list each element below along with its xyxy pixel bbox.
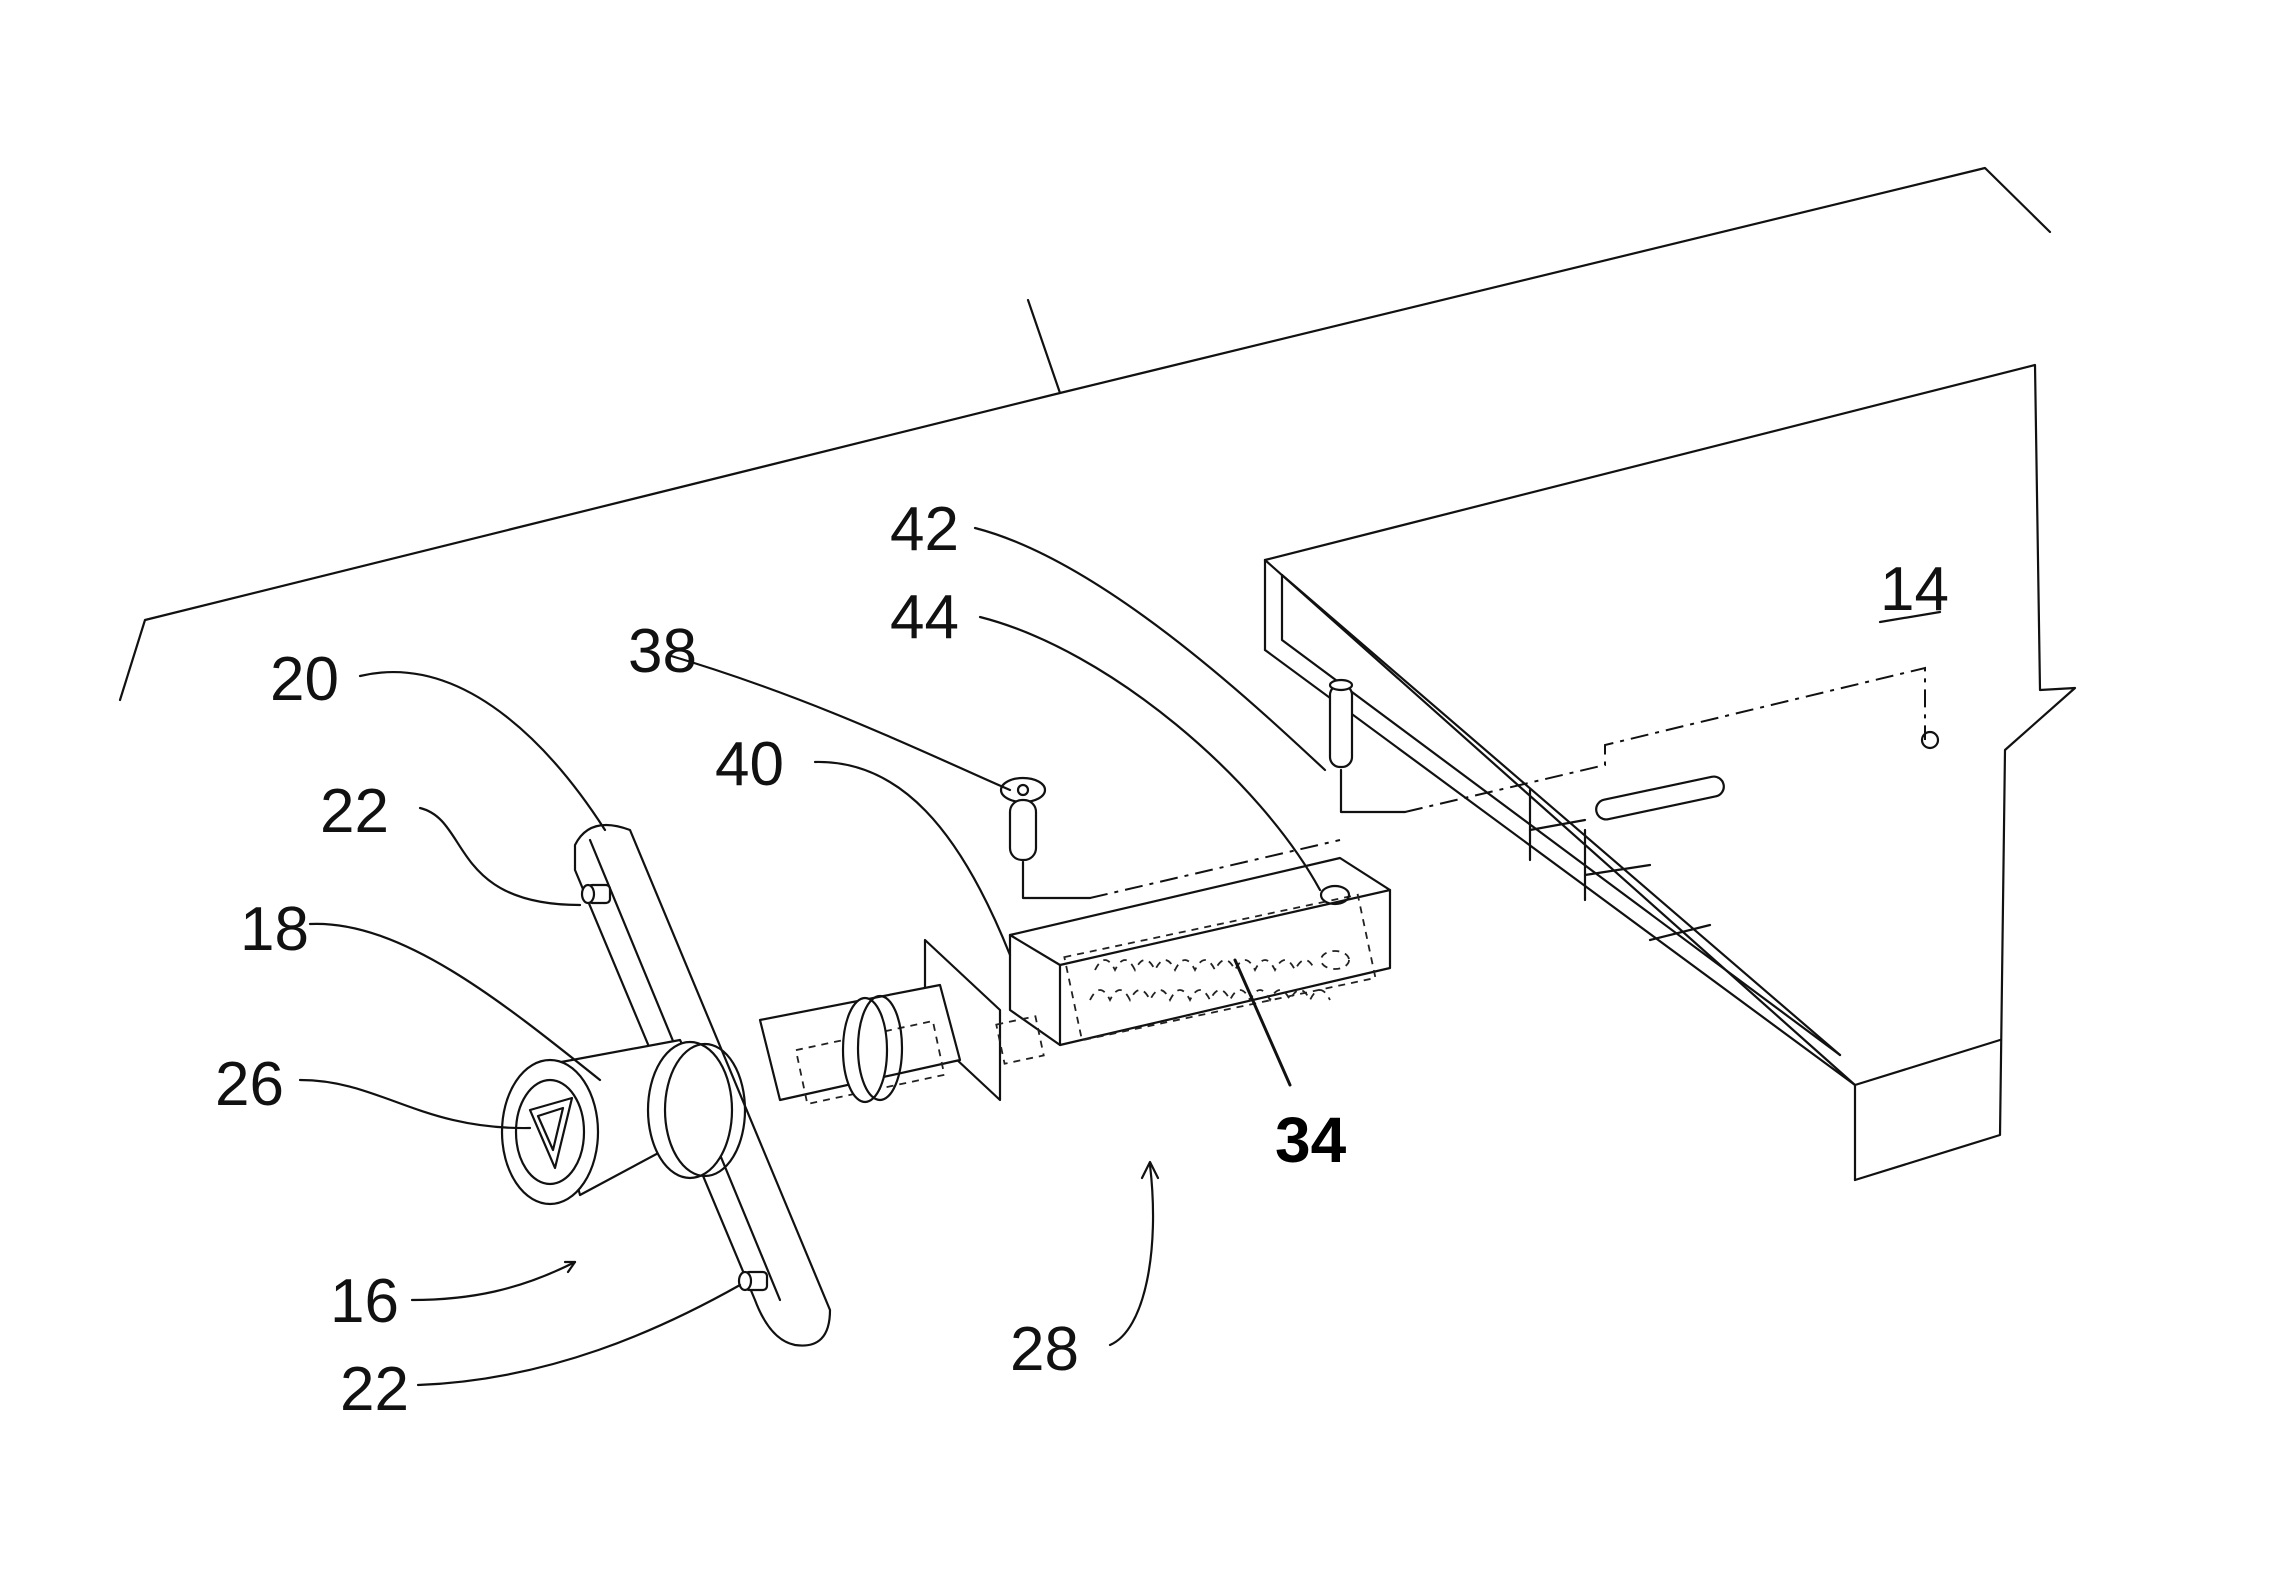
leader-16 bbox=[412, 1262, 575, 1300]
label-26: 26 bbox=[215, 1050, 284, 1119]
leader-40 bbox=[815, 762, 1010, 955]
bolt-22-bottom bbox=[739, 1272, 767, 1290]
frame-member-14 bbox=[1265, 365, 2075, 1180]
leader-20 bbox=[360, 672, 605, 830]
leader-18 bbox=[310, 924, 600, 1080]
label-44: 44 bbox=[890, 583, 959, 652]
bolt-22-top bbox=[582, 885, 610, 903]
label-42: 42 bbox=[890, 495, 959, 564]
leader-42 bbox=[975, 528, 1325, 770]
leader-26 bbox=[300, 1080, 530, 1128]
leader-22-bottom bbox=[418, 1285, 740, 1385]
label-22-top: 22 bbox=[320, 777, 389, 846]
label-28: 28 bbox=[1010, 1315, 1079, 1384]
label-38: 38 bbox=[628, 617, 697, 686]
label-14: 14 bbox=[1880, 555, 1949, 624]
receiver-housing-28 bbox=[925, 858, 1390, 1100]
leader-28 bbox=[1110, 1165, 1153, 1345]
label-34: 34 bbox=[1275, 1104, 1347, 1176]
label-20: 20 bbox=[270, 645, 339, 714]
label-22-bottom: 22 bbox=[340, 1355, 409, 1424]
shaft bbox=[760, 985, 960, 1104]
label-16: 16 bbox=[330, 1267, 399, 1336]
label-40: 40 bbox=[715, 730, 784, 799]
label-18: 18 bbox=[240, 895, 309, 964]
leader-22-top bbox=[420, 808, 580, 905]
